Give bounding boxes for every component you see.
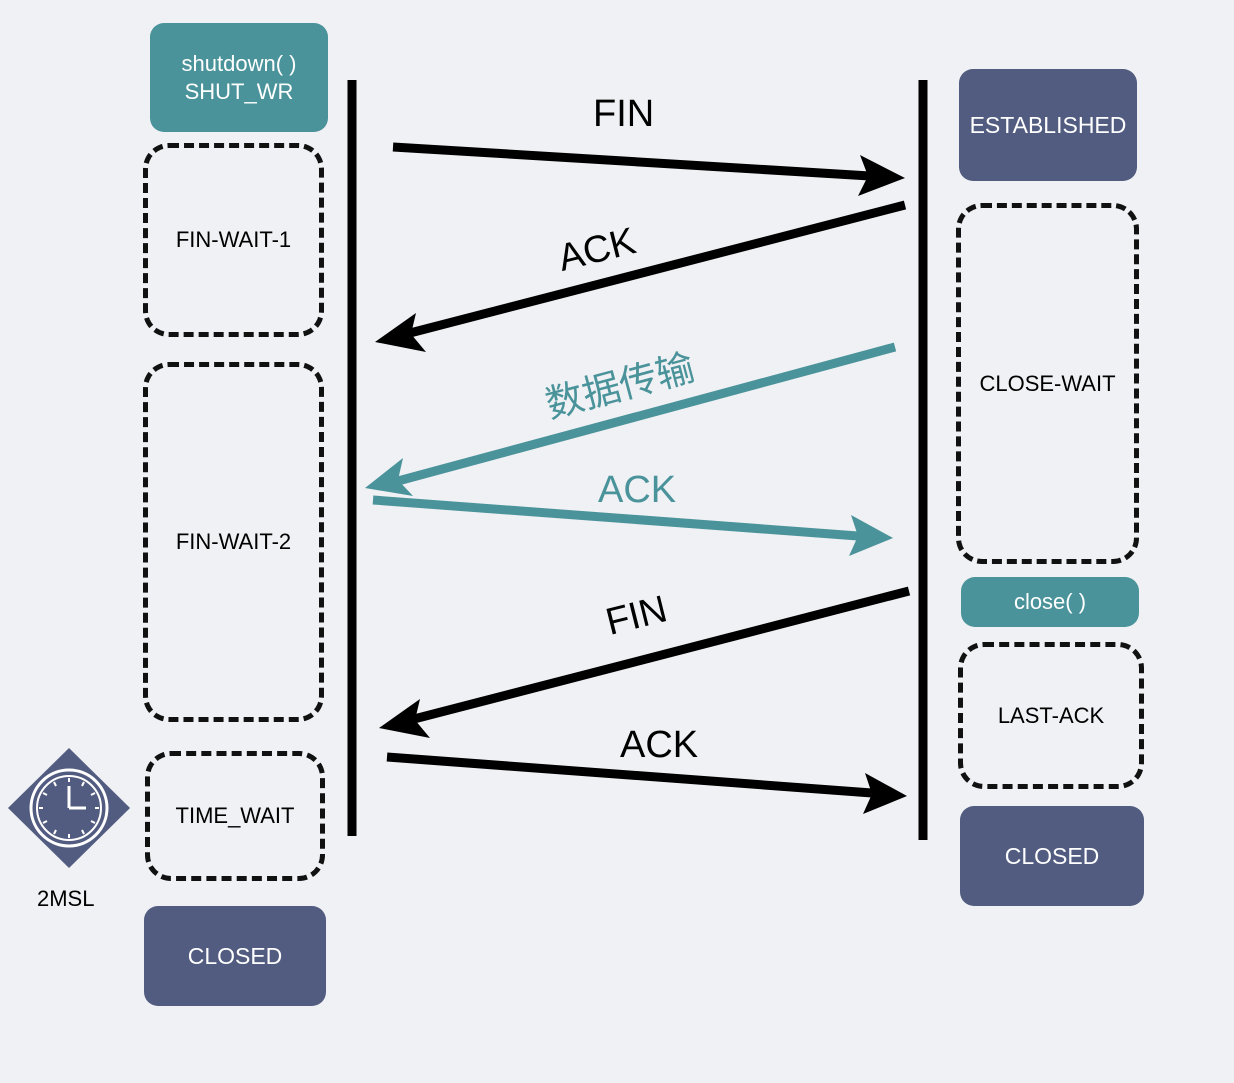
shutdown-call-box: shutdown( ) SHUT_WR — [150, 23, 328, 132]
established-state: ESTABLISHED — [959, 69, 1137, 181]
message-label-fin-1: FIN — [593, 93, 655, 135]
last-ack-state: LAST-ACK — [958, 642, 1144, 789]
fin-wait-2-label: FIN-WAIT-2 — [175, 529, 292, 554]
message-arrow-fin-2 — [379, 586, 911, 738]
message-arrow-ack-1 — [375, 200, 907, 352]
message-arrow-ack-2 — [372, 495, 893, 556]
last-ack-label: LAST-ACK — [997, 702, 1105, 728]
message-label-ack-3: ACK — [620, 724, 699, 766]
close-wait-label: CLOSE-WAIT — [979, 370, 1116, 396]
time-wait-label: TIME_WAIT — [175, 803, 295, 828]
established-label: ESTABLISHED — [969, 111, 1127, 138]
fin-wait-1-label: FIN-WAIT-1 — [175, 227, 292, 252]
shut-wr-label: SHUT_WR — [184, 78, 294, 104]
client-closed-state: CLOSED — [144, 906, 326, 1006]
message-label-ack-2: ACK — [598, 469, 677, 511]
timer-label: 2MSL — [37, 886, 95, 911]
server-closed-label: CLOSED — [1004, 842, 1100, 869]
client-closed-label: CLOSED — [187, 942, 283, 969]
fin-wait-1-state: FIN-WAIT-1 — [143, 143, 324, 337]
fin-wait-2-state: FIN-WAIT-2 — [143, 362, 324, 722]
clock-icon — [8, 748, 130, 868]
close-call-label: close( ) — [1013, 589, 1087, 615]
close-wait-state: CLOSE-WAIT — [956, 203, 1139, 564]
message-arrow-data-transfer — [365, 342, 897, 496]
close-call-box: close( ) — [961, 577, 1139, 627]
message-arrow-fin-1 — [392, 142, 905, 196]
shutdown-call-label: shutdown( ) — [181, 51, 297, 76]
message-arrow-ack-3 — [386, 752, 907, 814]
time-wait-state: TIME_WAIT — [145, 751, 325, 881]
server-closed-state: CLOSED — [960, 806, 1144, 906]
